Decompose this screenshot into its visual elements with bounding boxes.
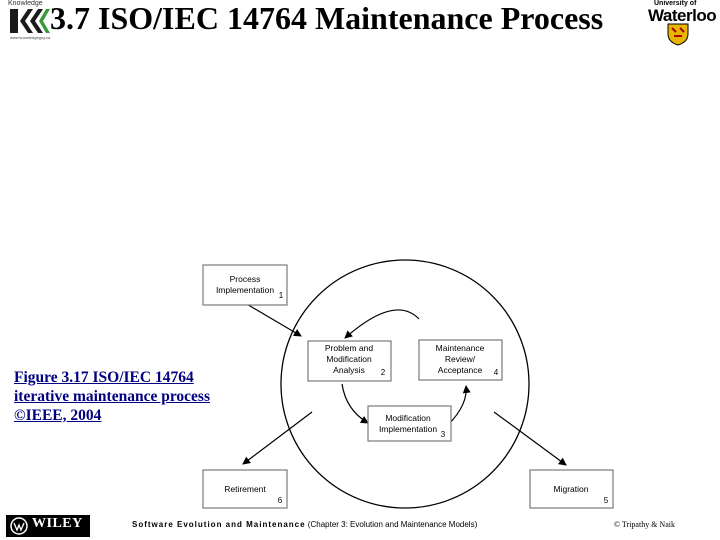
waterloo-crest-icon (667, 23, 689, 46)
box-retirement: Retirement 6 (202, 469, 288, 509)
slide-title: 3.7 ISO/IEC 14764 Maintenance Process (50, 0, 604, 36)
footer-course-info: Software Evolution and Maintenance (Chap… (132, 520, 477, 534)
wiley-emblem-icon (10, 517, 28, 535)
arrow-to-analysis (244, 302, 302, 337)
box-label: Analysis (333, 365, 365, 375)
knowledge-logo-text: Knowledge (8, 0, 43, 7)
box-label: Migration (554, 484, 589, 494)
box-number: 3 (441, 430, 446, 439)
knowledge-logo-url: www.knowledgeguy.ca (10, 35, 51, 40)
box-number: 4 (494, 368, 499, 377)
box-label: Implementation (216, 285, 274, 295)
arrow-to-migration (493, 411, 567, 466)
wiley-logo-text: WILEY (32, 516, 83, 531)
box-label: Modification (326, 354, 372, 364)
box-maintenance-review-acceptance: Maintenance Review/ Acceptance 4 (418, 339, 503, 381)
inner-arc-right (448, 385, 471, 425)
box-label: Problem and (325, 343, 373, 353)
box-number: 5 (604, 496, 609, 505)
waterloo-logo: University of Waterloo (648, 0, 718, 46)
box-number: 6 (278, 496, 283, 505)
footer-authors: © Tripathy & Naik (614, 520, 675, 529)
box-number: 2 (381, 368, 386, 377)
outer-cycle-circle (280, 259, 530, 509)
box-label: Modification (385, 413, 431, 423)
box-process-implementation: Process Implementation 1 (202, 264, 288, 306)
caption-line-1: Figure 3.17 ISO/IEC 14764 (14, 369, 194, 386)
caption-line-3: ©IEEE, 2004 (14, 407, 102, 424)
waterloo-logo-main: Waterloo (648, 6, 717, 25)
footer-chapter: (Chapter 3: Evolution and Maintenance Mo… (305, 520, 478, 529)
caption-line-2: iterative maintenance process (14, 388, 210, 405)
inner-arc-top (344, 309, 420, 339)
knowledge-logo: Knowledge www.knowledgeguy.ca (6, 0, 52, 42)
box-label: Maintenance (436, 343, 485, 353)
waterloo-logo-top: University of (654, 0, 697, 7)
footer-course: Software Evolution and Maintenance (132, 520, 306, 529)
box-label: Process (230, 274, 261, 284)
inner-arc-left (341, 383, 369, 424)
box-label: Retirement (224, 484, 266, 494)
box-label: Acceptance (438, 365, 483, 375)
box-modification-implementation: Modification Implementation 3 (367, 405, 452, 442)
box-label: Implementation (379, 424, 437, 434)
box-number: 1 (279, 291, 284, 300)
box-problem-modification-analysis: Problem and Modification Analysis 2 (307, 340, 392, 382)
box-migration: Migration 5 (529, 469, 614, 509)
figure-caption: Figure 3.17 ISO/IEC 14764 iterative main… (14, 368, 274, 425)
wiley-logo: WILEY (6, 515, 90, 537)
arrow-to-retirement (242, 411, 313, 465)
box-label: Review/ (445, 354, 476, 364)
knowledge-chevron-icon (10, 9, 50, 33)
